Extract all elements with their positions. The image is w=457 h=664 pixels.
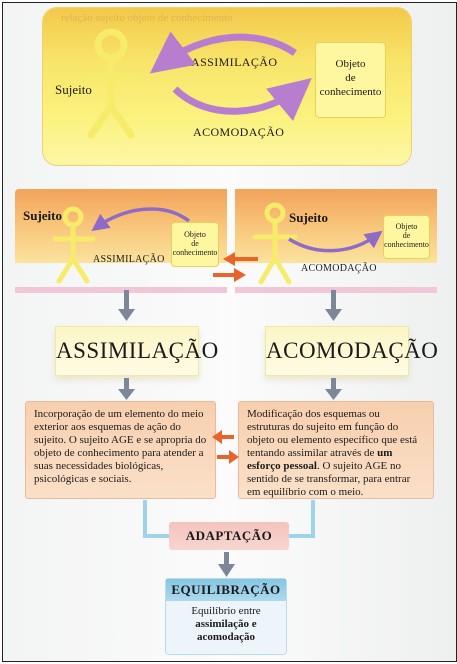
assimilation-description: Incorporação de um elemento do meio exte… xyxy=(25,401,216,499)
panel-right-process-label: ACOMODAÇÃO xyxy=(301,263,377,274)
diagram-graphics xyxy=(52,28,383,577)
top-assimilation-arrow xyxy=(149,31,297,74)
right-panel-person-icon xyxy=(252,202,298,285)
top-subject-label: Sujeito xyxy=(55,82,92,97)
down-arrow-icon xyxy=(118,290,342,577)
panel-right-subject-label: Sujeito xyxy=(289,210,328,225)
accommodation-description: Modificação dos esquemas ou estruturas d… xyxy=(238,401,434,499)
equilibration-body-line2: assimilação e xyxy=(195,618,257,630)
left-panel-person-icon xyxy=(52,206,96,284)
faded-caption: relação sujeito objeto de conhecimento xyxy=(61,12,233,24)
description-arrows-icon xyxy=(212,430,239,464)
equilibration-body-line3: acomodação xyxy=(196,631,256,643)
accommodation-description-bold: um esforço pessoal xyxy=(247,447,393,472)
equilibration-title: EQUILIBRAÇÃO xyxy=(166,579,286,601)
panel-right-object-line3: conhecimento xyxy=(384,240,429,249)
top-accommodation-label: ACOMODAÇÃO xyxy=(193,125,285,139)
accommodation-description-part1: Modificação dos esquemas ou estruturas d… xyxy=(247,408,418,459)
panel-left-object-line1: Objeto xyxy=(184,230,206,239)
adaptation-box: ADAPTAÇÃO xyxy=(169,522,289,550)
left-panel-purple-arrow xyxy=(91,207,191,232)
panel-left-object-box: Objeto de conhecimento xyxy=(171,222,219,267)
panel-right-object-line1: Objeto xyxy=(395,222,418,231)
right-panel-purple-arrow xyxy=(288,230,383,253)
equilibration-box: EQUILIBRAÇÃO Equilíbrio entre assimilaçã… xyxy=(166,579,286,654)
accommodation-heading: ACOMODAÇÃO xyxy=(265,326,438,376)
accommodation-description-part2: . O sujeito AGE no sentido de se transfo… xyxy=(247,460,411,498)
top-object-box: Objeto de conhecimento xyxy=(315,42,386,118)
top-object-line2: de xyxy=(345,72,356,84)
panel-right-object-box: Objeto de conhecimento xyxy=(383,215,430,259)
top-object-line3: conhecimento xyxy=(319,86,382,98)
panel-left-object-line3: conhecimento xyxy=(172,248,218,257)
assimilation-heading: ASSIMILAÇÃO xyxy=(55,326,218,376)
equilibration-body-line1: Equilíbrio entre xyxy=(191,605,261,617)
panel-left-object-line2: de xyxy=(191,239,199,248)
top-assimilation-label: ASSIMILAÇÃO xyxy=(191,55,278,69)
panel-right-object-line2: de xyxy=(402,231,411,240)
panel-left-subject-label: Sujeito xyxy=(23,208,62,223)
top-person-icon xyxy=(83,28,139,139)
orange-arrows-icon xyxy=(213,252,258,282)
panel-left-process-label: ASSIMILAÇÃO xyxy=(93,254,165,265)
assimilation-panel-edge xyxy=(15,287,227,293)
adaptation-connector xyxy=(143,500,315,538)
top-accommodation-arrow xyxy=(172,78,312,122)
top-object-line1: Objeto xyxy=(335,58,366,70)
